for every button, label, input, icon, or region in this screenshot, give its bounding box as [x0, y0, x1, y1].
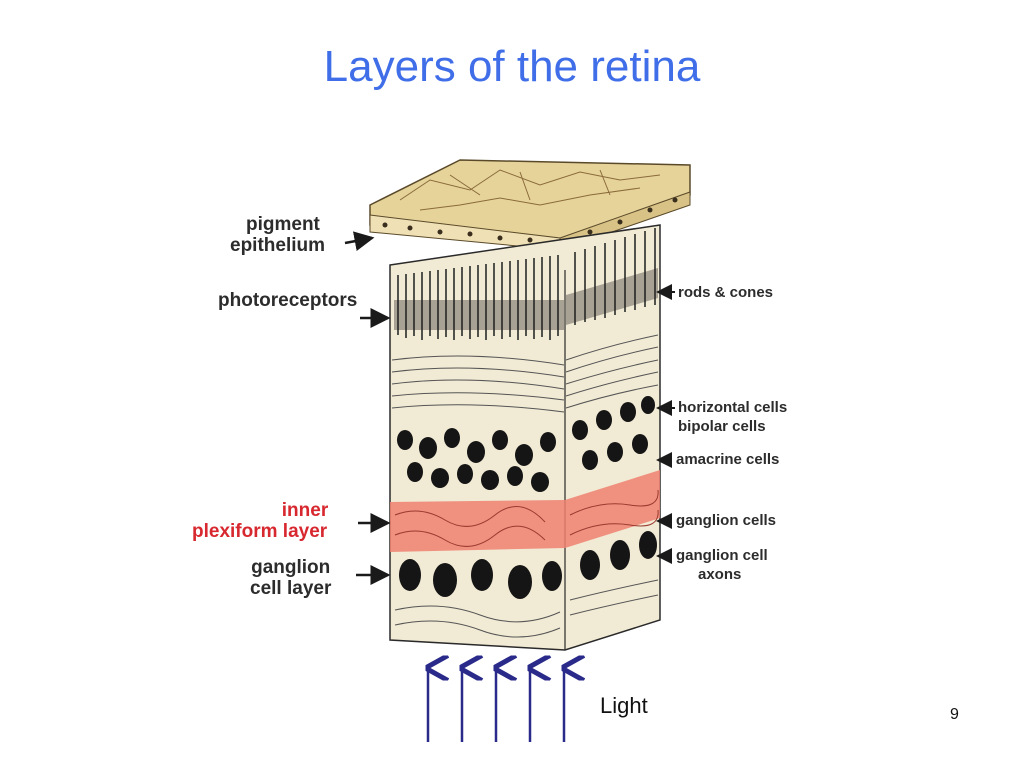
label-line: amacrine cells	[676, 451, 780, 468]
label-line: epithelium	[230, 235, 326, 256]
arrow-pigment-epithelium	[344, 231, 375, 252]
inner-plexiform-highlight	[390, 470, 660, 552]
label-rods-cones: rods & cones	[678, 283, 773, 302]
page-number: 9	[950, 706, 959, 723]
label-amacrine: amacrine cells	[676, 450, 779, 469]
label-line: cell layer	[250, 578, 332, 599]
label-horizontal-bipolar: horizontal cells bipolar cells	[678, 398, 787, 436]
label-pigment-epithelium: pigment epithelium	[230, 214, 325, 256]
label-line: photoreceptors	[218, 290, 358, 311]
right-label-arrows	[656, 284, 675, 564]
label-line: rods & cones	[678, 284, 774, 301]
outer-plexiform-band	[391, 334, 659, 413]
label-line: horizontal cells	[678, 399, 788, 416]
light-arrows	[428, 668, 564, 742]
photoreceptor-layer	[397, 228, 656, 340]
label-ganglion-cell-axons: ganglion cell axons	[676, 546, 768, 584]
label-inner-plexiform-layer: inner plexiform layer	[192, 500, 362, 542]
label-line: ganglion cells	[676, 512, 777, 529]
label-line: ganglion	[251, 557, 331, 578]
label-line: bipolar cells	[678, 418, 766, 435]
label-ganglion-cells: ganglion cells	[676, 511, 776, 530]
ganglion-axons	[394, 579, 659, 638]
inner-nuclear-layer	[397, 396, 655, 492]
label-line: axons	[698, 566, 742, 583]
photoreceptor-nuclei	[394, 268, 658, 330]
ganglion-cell-layer	[399, 531, 657, 599]
label-photoreceptors: photoreceptors	[218, 290, 357, 311]
label-line: plexiform layer	[192, 521, 328, 542]
label-ganglion-cell-layer: ganglion cell layer	[250, 557, 331, 599]
left-label-arrows	[344, 231, 391, 585]
label-line: inner	[281, 500, 329, 521]
retina-block	[389, 224, 661, 651]
label-line: pigment	[246, 214, 320, 235]
slide-title: Layers of the retina	[323, 42, 701, 91]
label-line: ganglion cell	[676, 547, 768, 564]
light-label: Light	[600, 693, 648, 718]
